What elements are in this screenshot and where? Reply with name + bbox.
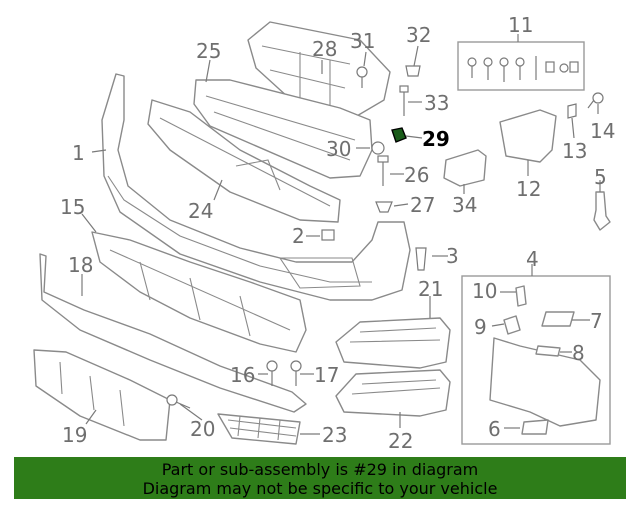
callout-20: 20: [190, 417, 215, 441]
callout-8: 8: [572, 341, 585, 365]
callout-26: 26: [404, 163, 429, 187]
part-4-box: [461, 275, 611, 445]
part-18-lower-frame: [39, 253, 307, 413]
part-11-fasteners: [467, 56, 579, 82]
callout-2: 2: [292, 224, 305, 248]
part-10-clip: [515, 285, 527, 307]
callout-16: 16: [230, 363, 255, 387]
callout-33: 33: [424, 91, 449, 115]
callout-23: 23: [322, 423, 347, 447]
part-7-cover: [541, 311, 575, 327]
callout-3: 3: [446, 244, 459, 268]
callout-22: 22: [388, 429, 413, 453]
callout-7: 7: [590, 309, 603, 333]
callout-5: 5: [594, 165, 607, 189]
callout-27: 27: [410, 193, 435, 217]
callout-29-highlighted: 29: [422, 127, 450, 151]
part-19-grille-insert: [33, 349, 171, 441]
callout-14: 14: [590, 119, 615, 143]
callout-19: 19: [62, 423, 87, 447]
callout-30: 30: [326, 137, 351, 161]
part-11-box: [457, 41, 585, 91]
part-5-clip: [593, 191, 611, 231]
banner-line-2: Diagram may not be specific to your vehi…: [142, 479, 498, 498]
part-12-bracket: [499, 109, 557, 163]
callout-9: 9: [474, 315, 487, 339]
banner-line-1: Part or sub-assembly is #29 in diagram: [161, 460, 479, 479]
part-21-lamp-upper: [335, 317, 451, 369]
callout-24: 24: [188, 199, 213, 223]
part-29-highlighted: [391, 127, 407, 143]
info-banner: Part or sub-assembly is #29 in diagram D…: [14, 457, 626, 499]
callout-28: 28: [312, 37, 337, 61]
callout-25: 25: [196, 39, 221, 63]
callout-13: 13: [562, 139, 587, 163]
callout-21: 21: [418, 277, 443, 301]
callout-15: 15: [60, 195, 85, 219]
callout-31: 31: [350, 29, 375, 53]
callout-1: 1: [72, 141, 85, 165]
part-22-lamp-lower: [335, 369, 451, 417]
callout-11: 11: [508, 13, 533, 37]
part-8-clip: [535, 345, 561, 357]
part-1-bumper-cover: [101, 73, 411, 301]
callout-32: 32: [406, 23, 431, 47]
callout-6: 6: [488, 417, 501, 441]
callout-18: 18: [68, 253, 93, 277]
part-34-bracket: [443, 149, 487, 187]
part-6-clip: [521, 419, 549, 435]
callout-12: 12: [516, 177, 541, 201]
part-25-absorber: [193, 79, 373, 179]
part-15-lower-cover: [91, 231, 307, 353]
parts-diagram: 1 2 3 4 5 6 7 8 9 10 11 12 13 14 15 16 1…: [33, 13, 615, 453]
callout-10: 10: [472, 279, 497, 303]
callout-34: 34: [452, 193, 477, 217]
part-9-clip: [503, 315, 521, 335]
leader-lines: [81, 34, 601, 435]
callout-17: 17: [314, 363, 339, 387]
small-fasteners: [166, 65, 604, 409]
callout-4: 4: [526, 247, 539, 271]
